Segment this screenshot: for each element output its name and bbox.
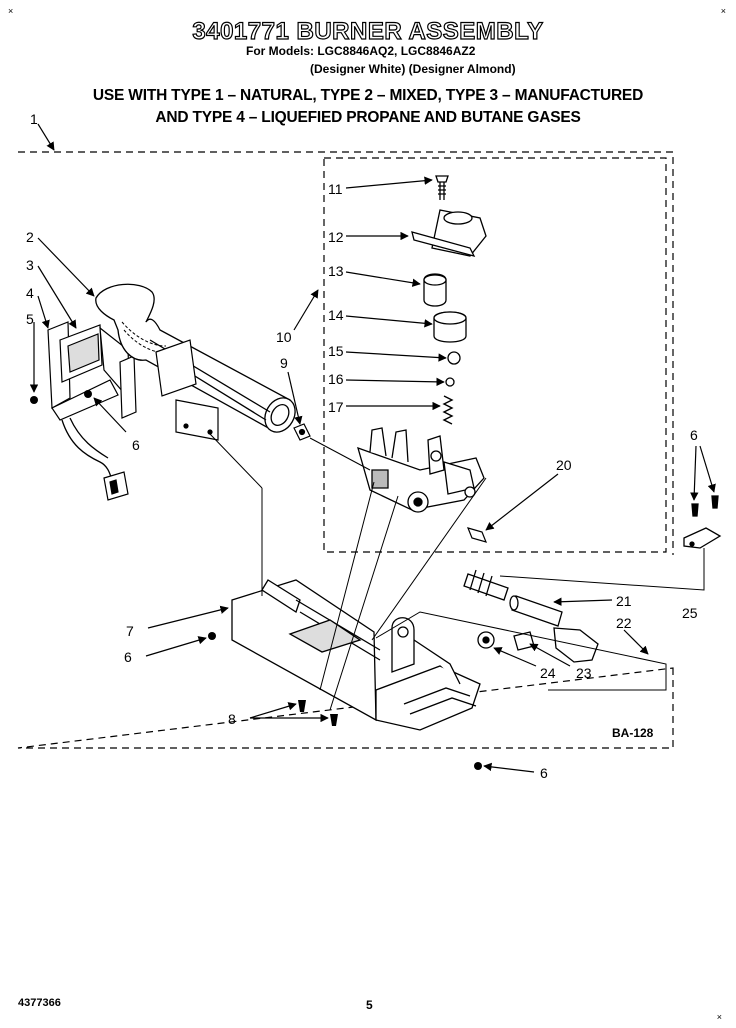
page-title: 3401771 BURNER ASSEMBLY — [192, 17, 544, 45]
flame-sensor — [155, 339, 219, 441]
burner-tube — [95, 283, 296, 433]
callout-2: 2 — [26, 229, 34, 245]
callout-6: 6 — [132, 437, 140, 453]
pipe-bracket-line — [375, 611, 667, 691]
assembly-connector-lines — [209, 433, 705, 711]
color-variants: (Designer White) (Designer Almond) — [310, 62, 516, 76]
callout-17: 17 — [328, 399, 344, 415]
callout-6: 6 — [540, 765, 548, 781]
igniter-bracket — [47, 321, 137, 421]
gas-pipe — [463, 569, 563, 627]
callout-12: 12 — [328, 229, 344, 245]
orifice — [293, 423, 311, 441]
coil-screw — [435, 175, 449, 200]
pipe-fittings — [477, 627, 599, 663]
crop-mark: × — [8, 6, 14, 16]
callout-25: 25 — [682, 605, 698, 621]
screw — [30, 390, 92, 404]
page-number: 5 — [366, 998, 373, 1012]
crop-mark: × — [720, 6, 726, 16]
leader-lines — [29, 123, 716, 773]
callout-4: 4 — [26, 285, 34, 301]
callout-10: 10 — [276, 329, 292, 345]
model-list: For Models: LGC8846AQ2, LGC8846AZ2 — [246, 44, 476, 58]
bracket-screws — [208, 632, 482, 770]
callout-6: 6 — [124, 649, 132, 665]
gas-type-line-2: AND TYPE 4 – LIQUEFIED PROPANE AND BUTAN… — [155, 109, 581, 126]
callout-6: 6 — [690, 427, 698, 443]
callout-13: 13 — [328, 263, 344, 279]
callout-1: 1 — [30, 111, 38, 127]
gas-type-line-1: USE WITH TYPE 1 – NATURAL, TYPE 2 – MIXE… — [92, 87, 644, 104]
callout-22: 22 — [616, 615, 632, 631]
callout-16: 16 — [328, 371, 344, 387]
burner-bracket — [231, 579, 481, 731]
pipe-bracket — [683, 495, 722, 549]
drawing-code: BA-128 — [612, 726, 654, 740]
callout-7: 7 — [126, 623, 134, 639]
assembly-boundary — [17, 151, 674, 749]
igniter-wire — [61, 417, 113, 481]
callout-23: 23 — [576, 665, 592, 681]
valve-coils — [411, 209, 487, 387]
callout-5: 5 — [26, 311, 34, 327]
callout-20: 20 — [556, 457, 572, 473]
callout-8: 8 — [228, 711, 236, 727]
spring — [442, 395, 454, 425]
document-number: 4377366 — [18, 997, 61, 1009]
callout-11: 11 — [328, 181, 343, 197]
callout-9: 9 — [280, 355, 288, 371]
gas-valve — [357, 427, 485, 513]
crop-mark: × — [716, 1012, 722, 1022]
callout-21: 21 — [616, 593, 632, 609]
callout-3: 3 — [26, 257, 34, 273]
igniter-plug — [103, 471, 129, 501]
pipe-plug — [466, 527, 488, 543]
callout-numbers: 1 2 3 4 5 6 9 10 11 12 13 14 15 16 17 20… — [26, 111, 698, 781]
callout-14: 14 — [328, 307, 344, 323]
callout-24: 24 — [540, 665, 556, 681]
callout-15: 15 — [328, 343, 344, 359]
valve-subassembly-boundary — [323, 157, 667, 553]
